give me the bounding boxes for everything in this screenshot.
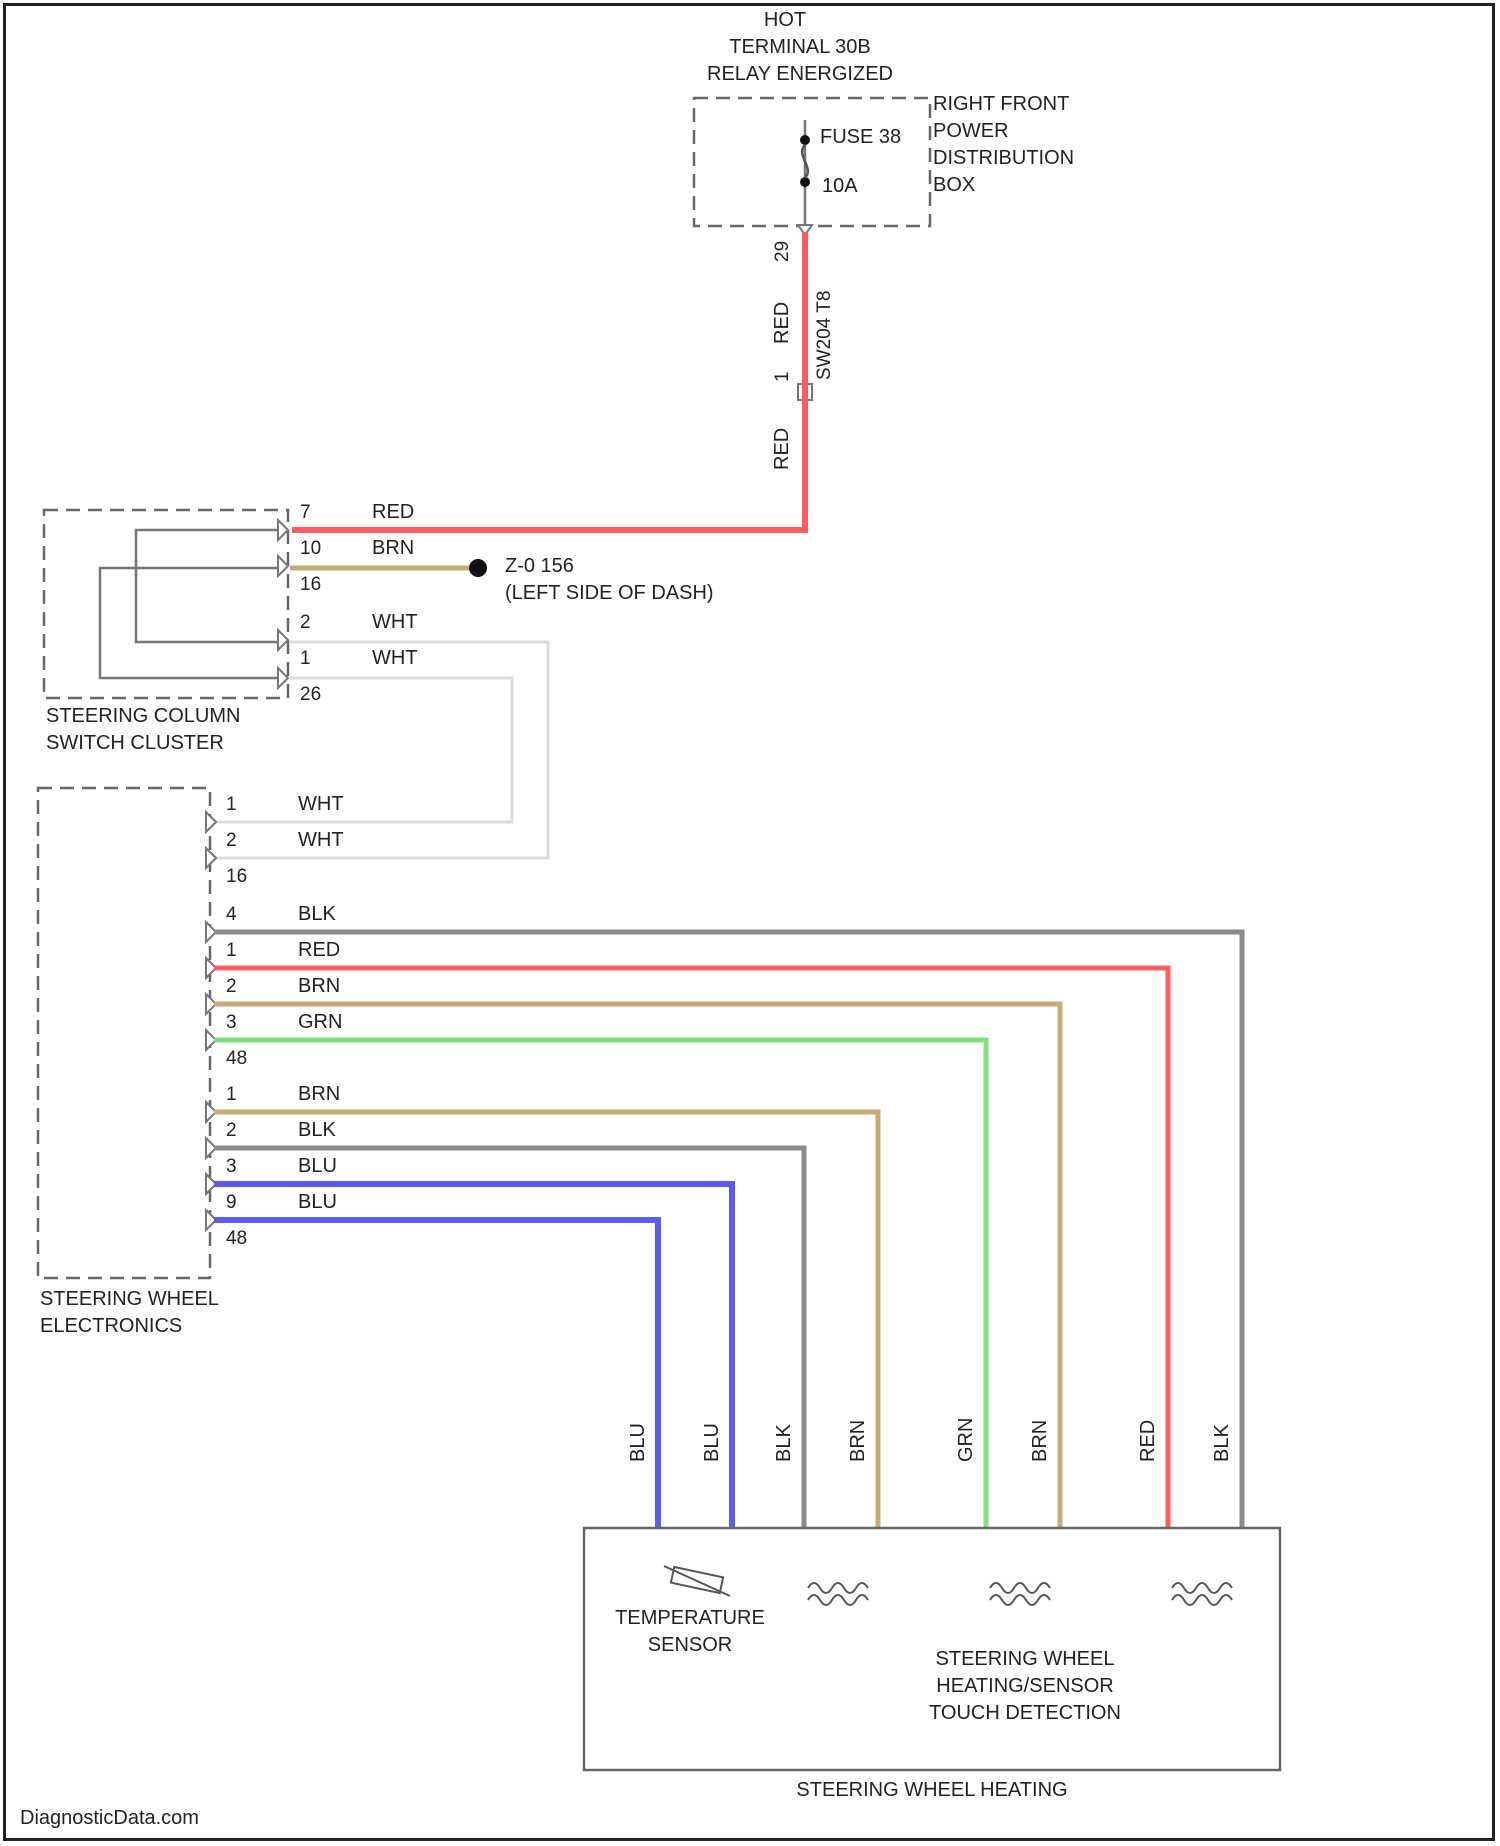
elec-wire-grn: GRN	[298, 1011, 342, 1033]
elec-wire-blu-a: BLU	[298, 1155, 337, 1177]
ground-location: (LEFT SIDE OF DASH)	[505, 582, 714, 604]
elec-pin-48a: 48	[226, 1048, 247, 1069]
heating-label-2: HEATING/SENSOR	[936, 1675, 1113, 1697]
elec-pin-16: 16	[226, 866, 247, 887]
ground-label: Z-0 156	[505, 555, 574, 577]
elec-wire-red: RED	[298, 939, 340, 961]
relay-label: RELAY ENERGIZED	[707, 63, 893, 85]
box-label-line-1: RIGHT FRONT	[933, 93, 1069, 115]
watermark: DiagnosticData.com	[20, 1807, 199, 1829]
elec-pin-2b: 2	[226, 976, 237, 997]
ground-point-icon	[469, 559, 487, 577]
box-label-line-2: POWER	[933, 120, 1009, 142]
switch-wire-wht-2: WHT	[372, 611, 418, 633]
elec-wire-wht-1: WHT	[298, 793, 344, 815]
switch-pin-1: 1	[300, 648, 311, 669]
fuse-label: FUSE 38	[820, 126, 901, 148]
elec-pin-3a: 3	[226, 1012, 237, 1033]
elec-wire-brn-a: BRN	[298, 975, 340, 997]
wheel-electronics-label-2: ELECTRONICS	[40, 1315, 182, 1337]
switch-cluster-label-2: SWITCH CLUSTER	[46, 732, 224, 754]
wire-blu-temp-a	[214, 1220, 658, 1530]
switch-internal-link-1	[136, 530, 282, 642]
temp-sensor-label-1: TEMPERATURE	[615, 1607, 765, 1629]
fuse-contact-bottom	[800, 177, 810, 187]
vwire-label-8: BLK	[1211, 1424, 1233, 1462]
wire-blk-heater	[214, 932, 1242, 1530]
vwire-label-2: BLU	[701, 1423, 723, 1462]
pin-1: 1	[772, 371, 793, 382]
elec-pin-4: 4	[226, 904, 237, 925]
box-label-line-4: BOX	[933, 174, 975, 196]
vwire-label-5: GRN	[955, 1418, 977, 1462]
switch-pin-2: 2	[300, 612, 311, 633]
elec-pin-2a: 2	[226, 830, 237, 851]
temp-sensor-label-2: SENSOR	[648, 1634, 732, 1656]
fuse-rating: 10A	[822, 175, 858, 197]
elec-pin-1b: 1	[226, 940, 237, 961]
wire-blu-temp-b	[214, 1184, 732, 1530]
switch-terminals	[278, 520, 288, 688]
component-label: STEERING WHEEL HEATING	[796, 1779, 1067, 1801]
switch-internal-link-2	[100, 568, 282, 678]
wire-wht-1	[208, 678, 512, 822]
terminal-label: TERMINAL 30B	[729, 36, 871, 58]
wire-red-lower: RED	[771, 428, 793, 470]
heating-label-1: STEERING WHEEL	[936, 1648, 1115, 1670]
elec-wire-blk-b: BLK	[298, 1119, 336, 1141]
switch-wire-wht-1: WHT	[372, 647, 418, 669]
elec-pin-48b: 48	[226, 1228, 247, 1249]
switch-pin-10: 10	[300, 538, 321, 559]
elec-wire-wht-2: WHT	[298, 829, 344, 851]
wheel-electronics-outline	[38, 788, 210, 1278]
switch-pin-7: 7	[300, 502, 311, 523]
switch-wire-brn: BRN	[372, 537, 414, 559]
switch-cluster-label-1: STEERING COLUMN	[46, 705, 240, 727]
elec-pin-3b: 3	[226, 1156, 237, 1177]
power-distribution-box-outline	[694, 98, 930, 226]
elec-pin-1a: 1	[226, 794, 237, 815]
pin-29: 29	[772, 241, 793, 262]
vwire-label-3: BLK	[773, 1424, 795, 1462]
switch-pin-16: 16	[300, 574, 321, 595]
connector-label: SW204 T8	[814, 291, 835, 380]
vwire-label-4: BRN	[847, 1420, 869, 1462]
heating-label-3: TOUCH DETECTION	[929, 1702, 1121, 1724]
elec-wire-brn-b: BRN	[298, 1083, 340, 1105]
elec-wire-blk-a: BLK	[298, 903, 336, 925]
vwire-label-1: BLU	[627, 1423, 649, 1462]
wire-wht-2	[208, 642, 548, 858]
fuse-contact-top	[800, 135, 810, 145]
switch-wire-red: RED	[372, 501, 414, 523]
elec-pin-1c: 1	[226, 1084, 237, 1105]
wire-red-power	[292, 232, 805, 530]
switch-pin-26: 26	[300, 684, 321, 705]
switch-cluster-outline	[44, 510, 288, 698]
wire-red-upper: RED	[771, 302, 793, 344]
elec-pin-2c: 2	[226, 1120, 237, 1141]
vwire-label-7: RED	[1137, 1420, 1159, 1462]
box-label-line-3: DISTRIBUTION	[933, 147, 1074, 169]
elec-pin-9: 9	[226, 1192, 237, 1213]
wheel-electronics-label-1: STEERING WHEEL	[40, 1288, 219, 1310]
elec-wire-blu-b: BLU	[298, 1191, 337, 1213]
hot-label: HOT	[764, 9, 806, 31]
wire-red-heater	[214, 968, 1168, 1530]
vwire-label-6: BRN	[1029, 1420, 1051, 1462]
